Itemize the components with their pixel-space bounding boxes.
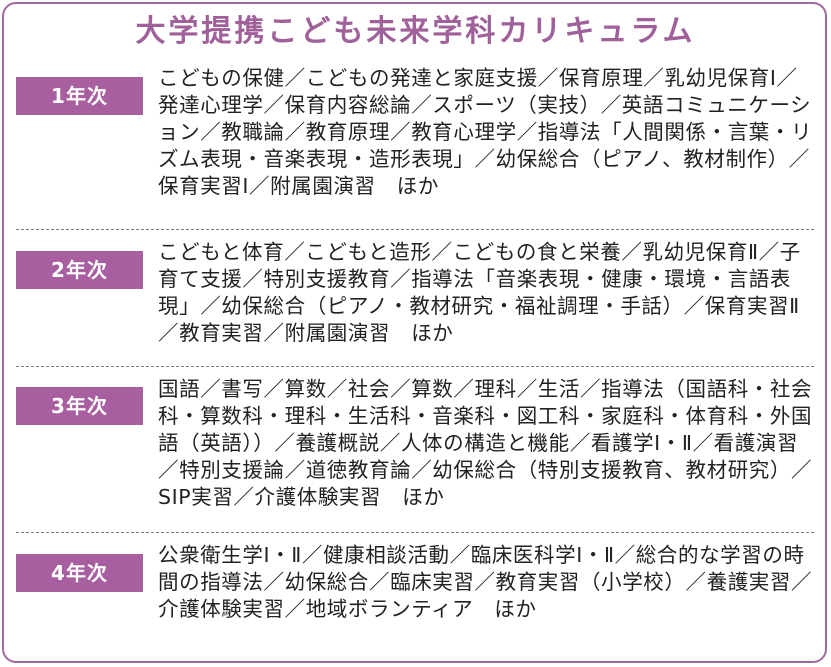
year-badge-3: 3年次 xyxy=(16,387,143,425)
page-title: 大学提携こども未来学科カリキュラム xyxy=(135,14,696,49)
section-divider xyxy=(16,366,814,367)
year-badge-4: 4年次 xyxy=(16,554,143,592)
year-badge-1: 1年次 xyxy=(16,77,143,115)
year-courses-1: こどもの保健／こどもの発達と家庭支援／保育原理／乳幼児保育Ⅰ／発達心理学／保育内… xyxy=(158,66,813,198)
year-courses-2: こどもと体育／こどもと造形／こどもの食と栄養／乳幼児保育Ⅱ／子育て支援／特別支援… xyxy=(158,240,801,345)
section-divider xyxy=(16,229,814,230)
year-courses-4: 公衆衛生学Ⅰ・Ⅱ／健康相談活動／臨床医科学Ⅰ・Ⅱ／総合的な学習の時間の指導法／幼… xyxy=(158,543,813,621)
year-courses-3: 国語／書写／算数／社会／算数／理科／生活／指導法（国語科・社会科・算数科・理科・… xyxy=(158,377,813,509)
year-badge-2: 2年次 xyxy=(16,251,143,289)
section-divider xyxy=(16,532,814,533)
